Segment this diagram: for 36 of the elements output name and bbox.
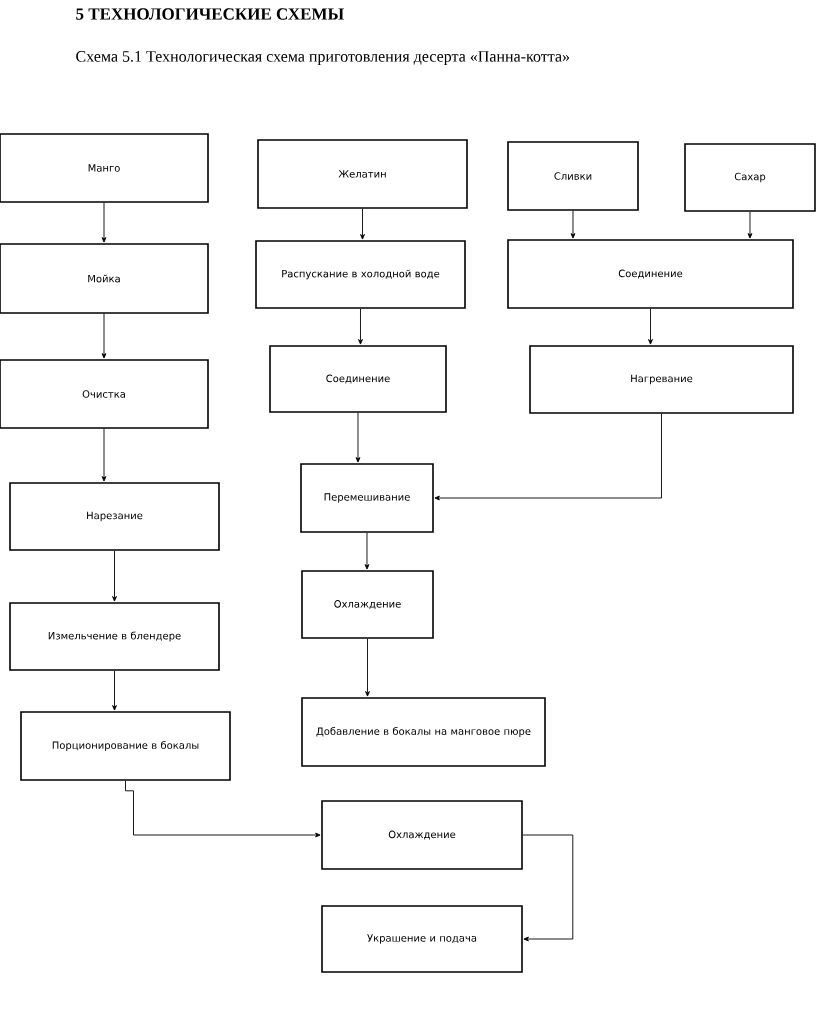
process-box: Сливки — [507, 141, 639, 211]
process-box: Порционирование в бокалы — [20, 711, 231, 781]
process-box: Желатин — [257, 139, 468, 209]
arrow — [358, 308, 363, 345]
arrow — [522, 834, 574, 942]
arrow — [355, 412, 361, 463]
process-box: Нарезание — [9, 482, 220, 551]
arrow — [125, 780, 321, 838]
arrow — [101, 428, 107, 482]
process-box: Соединение — [507, 239, 794, 309]
process-box: Украшение и подача — [321, 905, 523, 973]
arrow — [101, 202, 107, 243]
arrow — [365, 638, 370, 697]
process-box: Мойка — [0, 243, 209, 314]
process-box: Перемешивание — [300, 463, 434, 533]
process-box: Охлаждение — [301, 570, 434, 639]
caption: Схема 5.1 Технологическая схема приготовления десерта «Панна-котта» — [76, 51, 570, 65]
process-box: Сахар — [684, 143, 816, 212]
arrow — [112, 550, 117, 602]
arrow — [364, 532, 370, 570]
process-box: Соединение — [269, 345, 447, 413]
arrow — [434, 413, 662, 501]
process-box: Добавление в бокалы на манговое пюре — [301, 697, 546, 767]
process-box: Нагревание — [529, 345, 794, 414]
arrow — [648, 308, 653, 345]
arrow — [101, 313, 107, 359]
heading: 5 ТЕХНОЛОГИЧЕСКИЕ СХЕМЫ — [76, 8, 344, 20]
process-box: Измельчение в блендере — [9, 602, 220, 671]
process-box: Очистка — [0, 359, 209, 429]
arrow — [570, 210, 576, 239]
process-box: Распускание в холодной воде — [255, 240, 466, 309]
process-box: Охлаждение — [321, 800, 523, 870]
process-box: Манго — [0, 133, 209, 203]
arrow — [360, 208, 365, 240]
arrow — [112, 670, 117, 711]
arrow — [747, 211, 753, 239]
